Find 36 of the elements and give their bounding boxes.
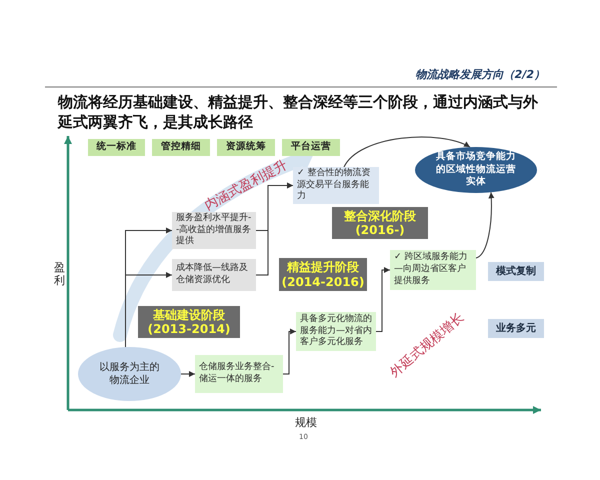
stage-title: 整合深化阶段 <box>344 208 416 223</box>
year-range: (2016-) <box>355 223 405 238</box>
heading-tag: 资源统筹 <box>217 139 275 156</box>
year-range: (2014-2016) <box>282 274 364 289</box>
process-box: ✓ 整合性的物流资源交易平台服务能力 <box>293 167 379 204</box>
stage-box <box>279 258 367 291</box>
process-box: ✓ 跨区域服务能力—向周边省区客户提供服务 <box>390 250 476 290</box>
axis-label: 规模 <box>295 415 317 430</box>
arrow <box>282 328 296 374</box>
stage-box <box>138 306 240 338</box>
arrow <box>376 267 390 332</box>
heading-tag: 平台运营 <box>282 139 340 156</box>
heading-tag: 统一标准 <box>88 139 145 156</box>
arrow <box>125 272 172 348</box>
strategy-tag: 业务多元 <box>488 319 544 338</box>
annotation-text: 内涵式盈利提升 <box>202 156 290 214</box>
strategy-tag: 模式复制 <box>488 262 544 281</box>
process-box: 成本降低—线路及仓储资源优化 <box>172 259 256 291</box>
arrow <box>256 182 294 276</box>
slide-title: 物流将经历基础建设、精益提升、整合深经等三个阶段，通过内涵式与外延式两翼齐飞，是其成长路径 <box>58 92 539 132</box>
arrow <box>476 192 494 258</box>
process-box: 具备多元化物流的服务能力—对省内客户多元化服务 <box>296 312 376 351</box>
process-box: 服务盈利水平提升--高收益的增值服务提供 <box>172 212 256 249</box>
heading-tag: 管控精细 <box>152 139 210 156</box>
process-box: 仓储服务业务整合-储运一体的服务 <box>195 355 283 393</box>
annotation-text: 外延式规模增长 <box>386 309 468 382</box>
stage-title: 基础建设阶段 <box>153 308 225 322</box>
year-range: (2013-2014) <box>148 322 230 336</box>
slide-header: 物流战略发展方向（2/2） <box>416 67 545 82</box>
goal-ellipse: 具备市场竞争能力的区域性物流运营实体 <box>415 147 537 193</box>
stage-title: 精益提升阶段 <box>287 260 359 274</box>
arrow <box>344 136 470 168</box>
axis-label: 盈利 <box>54 262 66 288</box>
arrow <box>180 371 196 377</box>
stage-box <box>332 207 428 239</box>
start-ellipse: 以服务为主的物流企业 <box>78 347 181 401</box>
